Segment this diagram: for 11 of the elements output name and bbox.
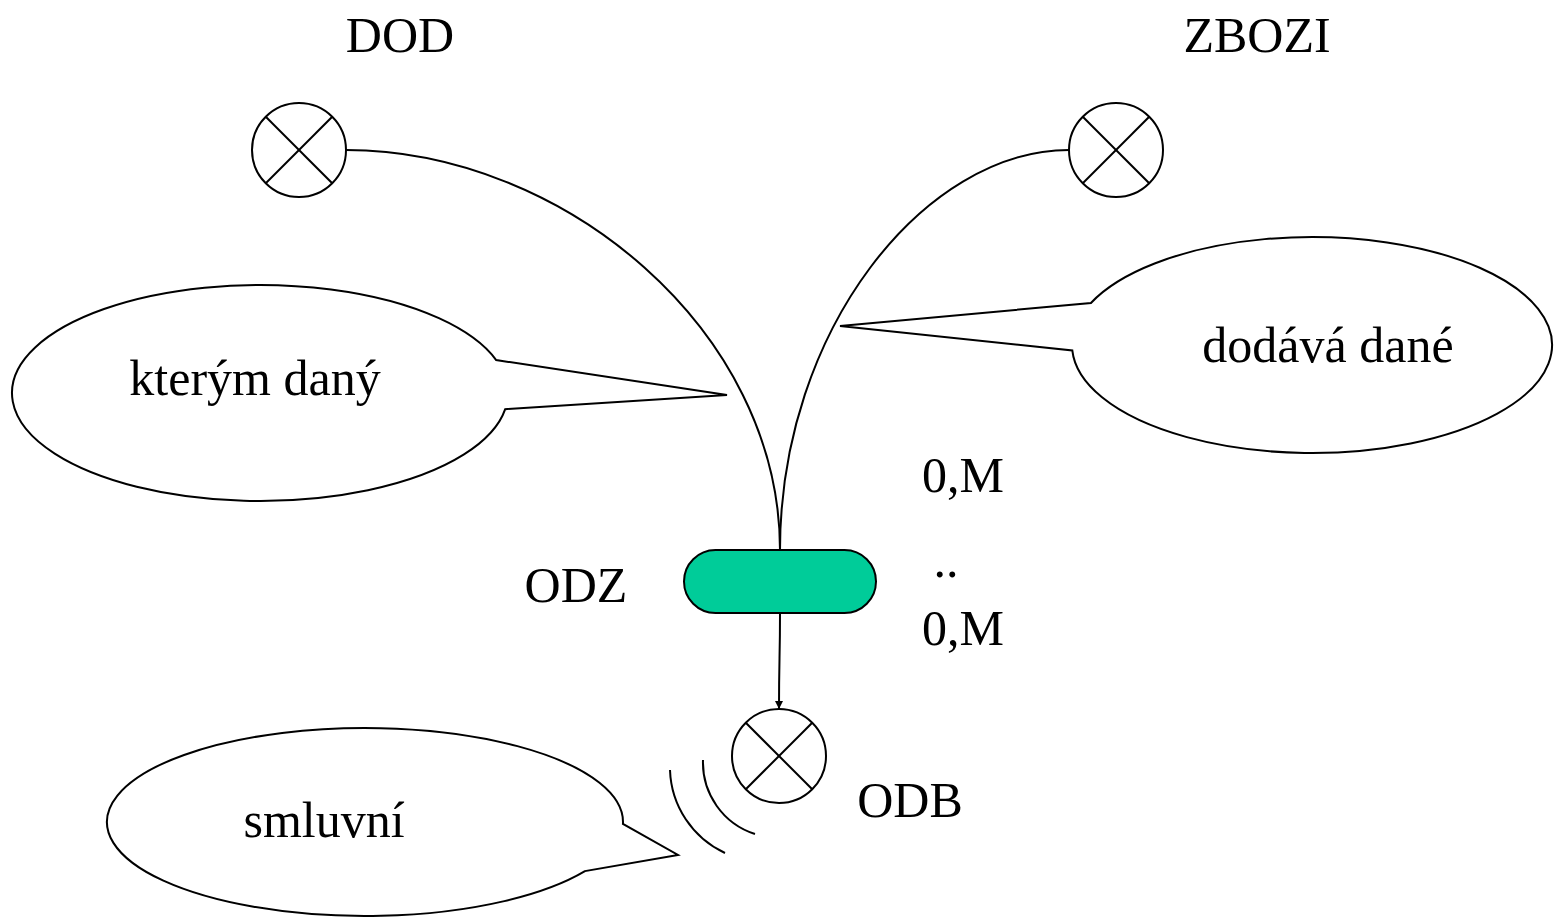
connector-line — [775, 612, 783, 710]
entity-label: ODB — [857, 775, 963, 825]
bubble-text: dodává dané — [1202, 320, 1454, 370]
connector-line — [779, 149, 1070, 551]
cardinality-label: 0,M — [922, 603, 1004, 653]
bubble-text: smluvní — [243, 795, 405, 845]
entity-label: ODZ — [524, 560, 628, 610]
entity-label: ZBOZI — [1183, 10, 1331, 60]
cardinality-label: 0,M — [922, 450, 1004, 500]
cardinality-label: .. — [933, 535, 959, 585]
entity-label: DOD — [345, 10, 455, 60]
